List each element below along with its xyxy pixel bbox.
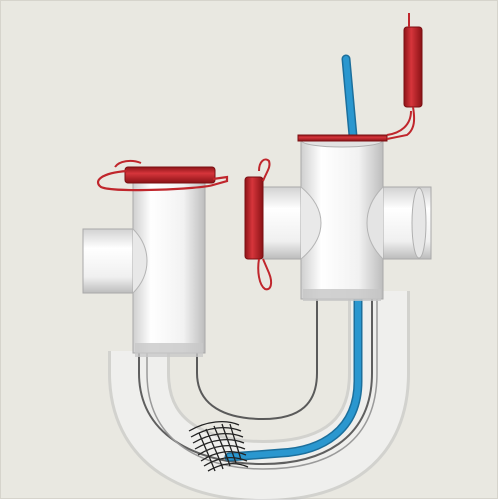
tri-clamp-cap-icon (387, 13, 422, 139)
tee-pipe-icon (83, 179, 205, 357)
cross-pipe-icon (263, 135, 431, 301)
